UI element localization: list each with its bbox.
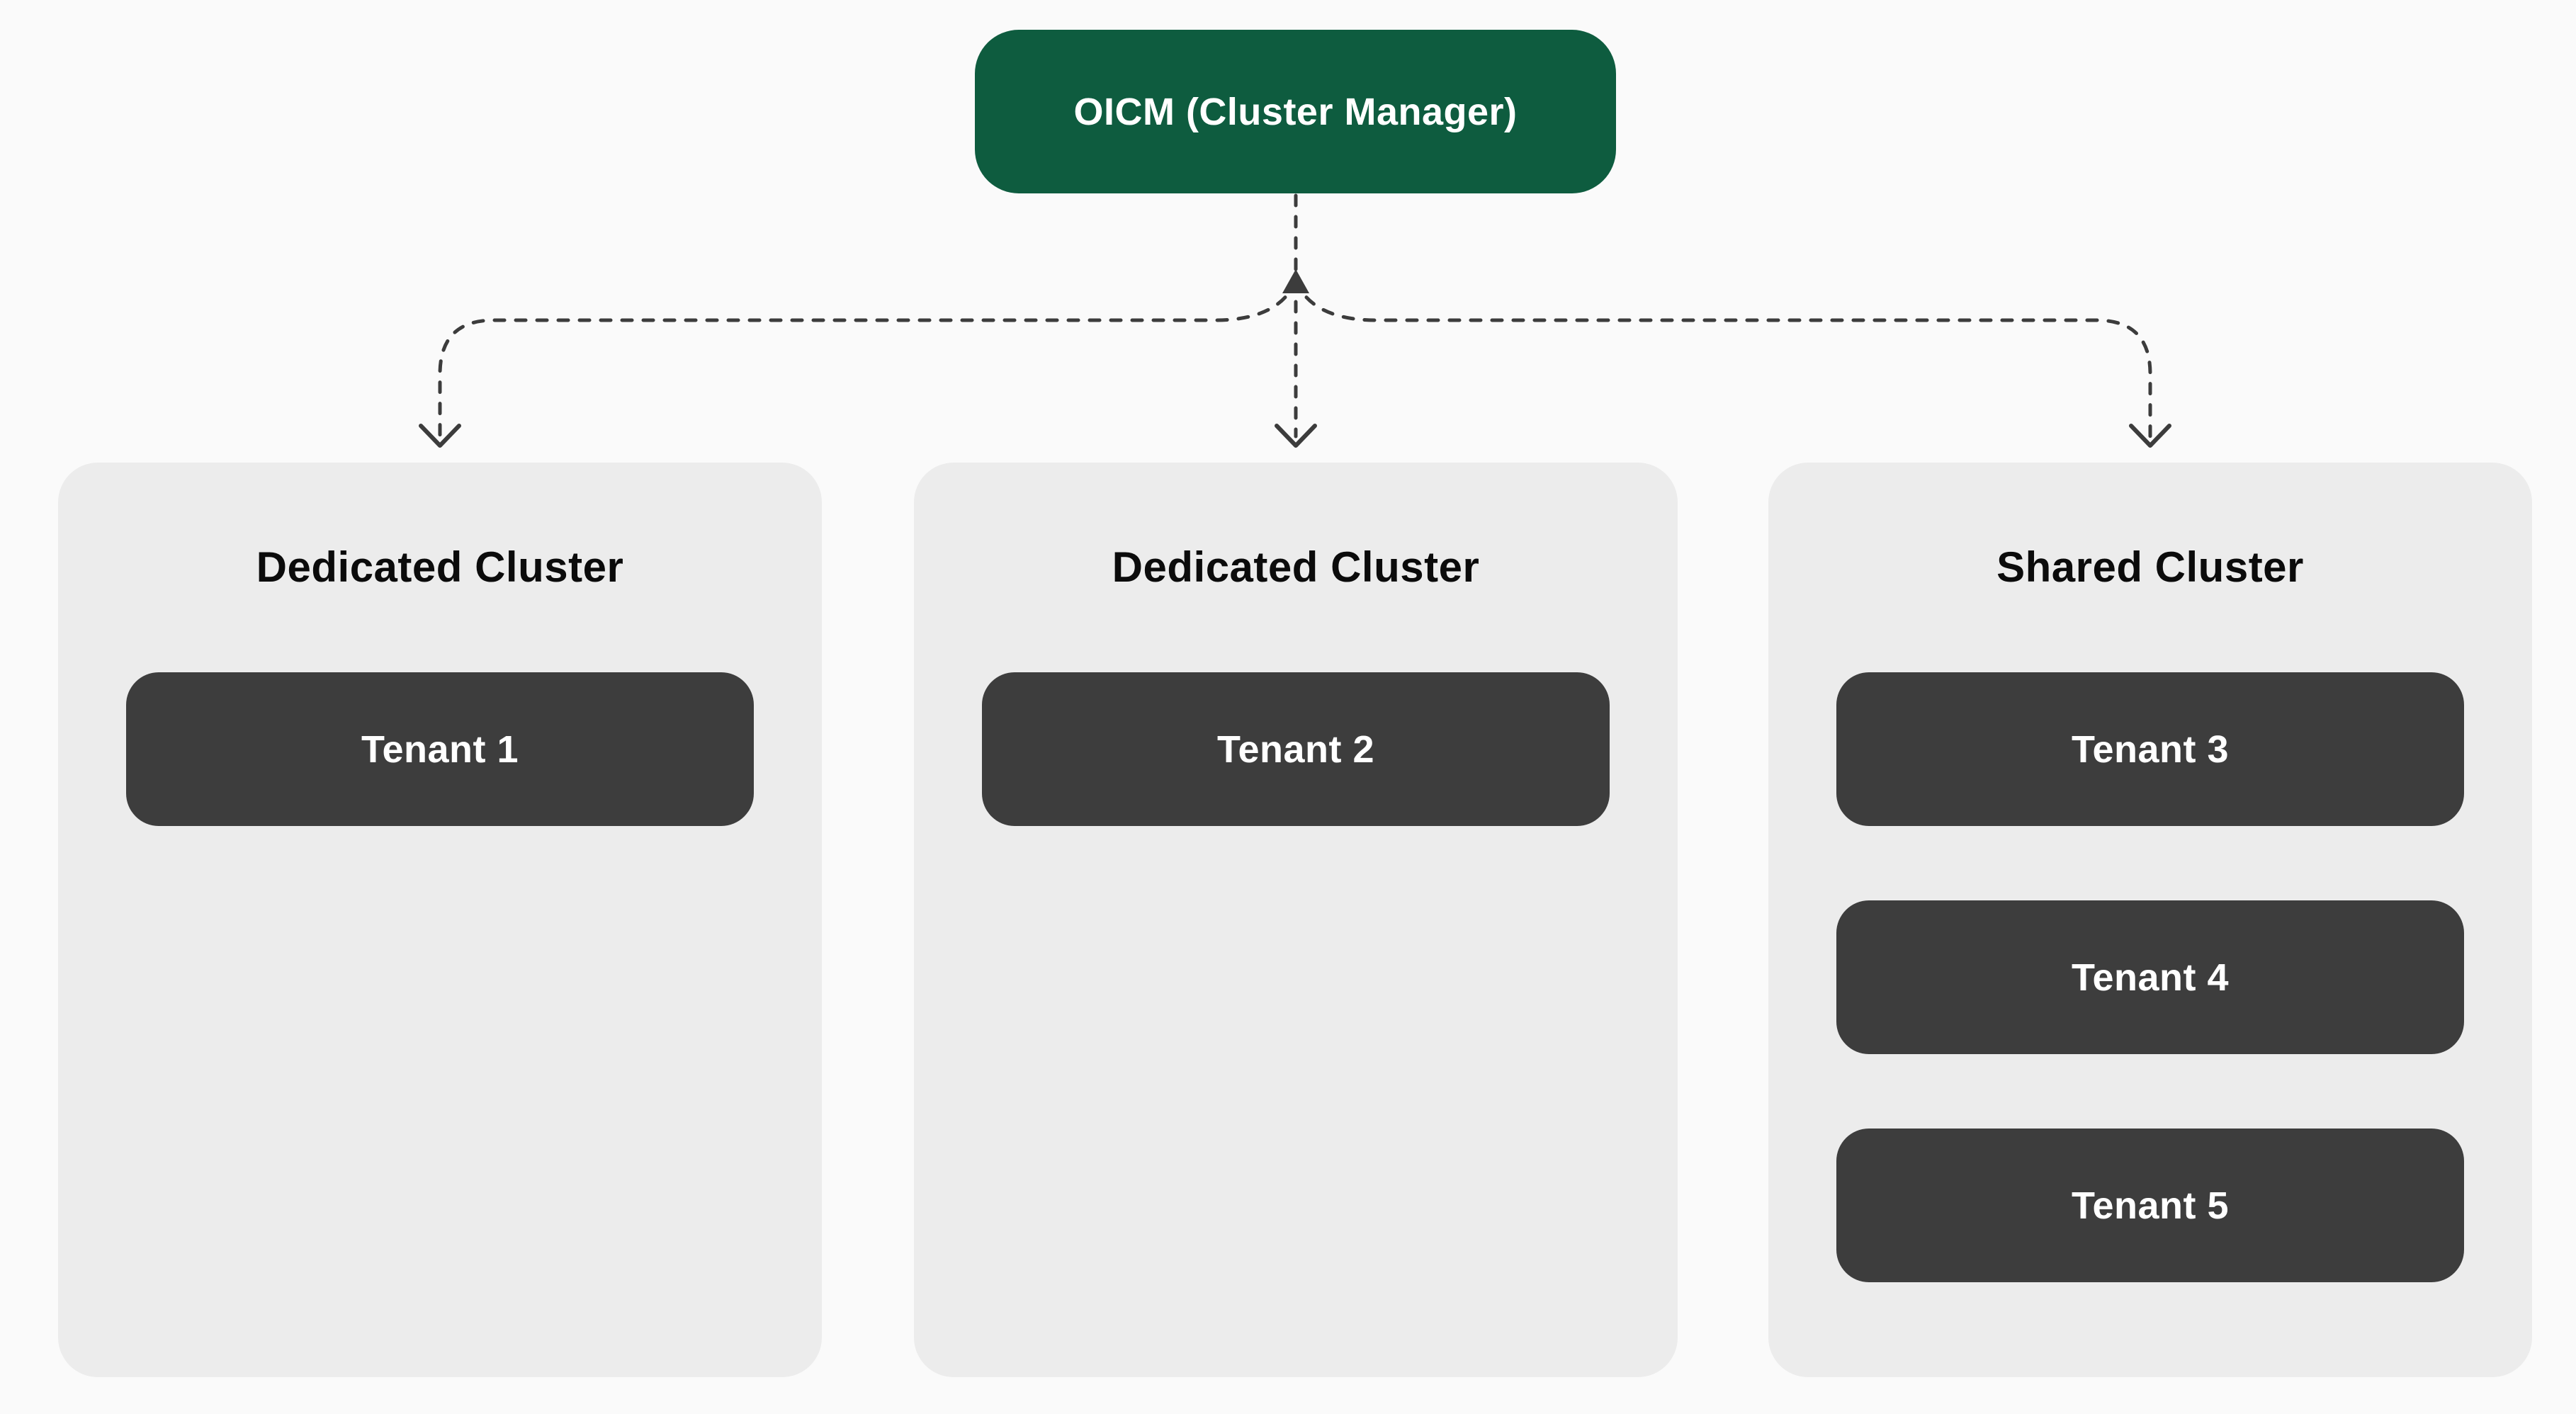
arrowhead-cluster-3-icon — [2129, 424, 2171, 448]
cluster-2-title: Dedicated Cluster — [1112, 543, 1480, 591]
tenant-5-label: Tenant 5 — [2071, 1184, 2230, 1227]
arrowhead-cluster-1-icon — [419, 424, 461, 448]
junction-arrowhead-icon — [1282, 269, 1309, 293]
tenant-3-label: Tenant 3 — [2071, 728, 2230, 771]
tenant-2-label: Tenant 2 — [1216, 728, 1375, 771]
tenant-4-label: Tenant 4 — [2071, 956, 2230, 999]
tenant-node-4: Tenant 4 — [1836, 900, 2464, 1054]
cluster-panel-2: Dedicated Cluster Tenant 2 — [914, 463, 1678, 1377]
tenant-node-2: Tenant 2 — [982, 672, 1610, 826]
cluster-1-tenants: Tenant 1 — [58, 672, 822, 826]
cluster-panel-1: Dedicated Cluster Tenant 1 — [58, 463, 822, 1377]
arrowhead-cluster-2-icon — [1275, 424, 1317, 448]
tenant-1-label: Tenant 1 — [361, 728, 519, 771]
tenant-node-1: Tenant 1 — [126, 672, 754, 826]
cluster-2-tenants: Tenant 2 — [914, 672, 1678, 826]
cluster-1-title: Dedicated Cluster — [256, 543, 624, 591]
tenant-node-3: Tenant 3 — [1836, 672, 2464, 826]
tenant-node-5: Tenant 5 — [1836, 1129, 2464, 1282]
cluster-manager-node: OICM (Cluster Manager) — [975, 30, 1616, 193]
edge-to-cluster-1 — [438, 277, 1298, 439]
edge-to-cluster-3 — [1294, 277, 2152, 439]
cluster-panel-3: Shared Cluster Tenant 3 Tenant 4 Tenant … — [1768, 463, 2532, 1377]
cluster-3-tenants: Tenant 3 Tenant 4 Tenant 5 — [1768, 672, 2532, 1282]
cluster-3-title: Shared Cluster — [1996, 543, 2304, 591]
cluster-manager-label: OICM (Cluster Manager) — [1073, 90, 1518, 133]
